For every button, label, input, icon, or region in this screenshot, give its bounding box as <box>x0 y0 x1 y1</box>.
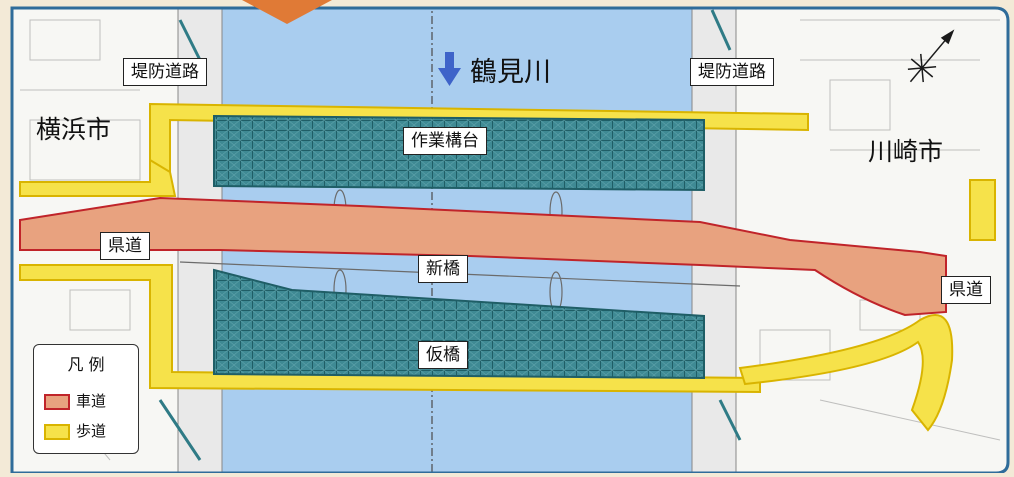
down-arrow-icon <box>438 52 461 86</box>
city-yokohama: 横浜市 <box>36 115 112 144</box>
label-new-bridge: 新橋 <box>418 255 468 283</box>
label-levee-road-right: 堤防道路 <box>690 58 774 86</box>
label-pref-road-left: 県道 <box>100 232 150 260</box>
label-levee-road-left: 堤防道路 <box>123 58 207 86</box>
legend-item-sidewalk: 歩道 <box>44 420 106 441</box>
legend-item-roadway: 車道 <box>44 390 106 411</box>
legend-label-roadway: 車道 <box>76 392 107 410</box>
sidewalk-swatch <box>44 423 70 440</box>
label-work-platform: 作業構台 <box>403 127 487 155</box>
river-name: 鶴見川 <box>470 57 551 88</box>
legend: 凡 例 車道 歩道 <box>33 344 139 454</box>
legend-title: 凡 例 <box>67 355 105 374</box>
city-kawasaki: 川崎市 <box>868 137 944 166</box>
label-temp-bridge: 仮橋 <box>418 341 468 369</box>
bank-scaffolds <box>158 9 742 461</box>
label-pref-road-right: 県道 <box>941 276 991 304</box>
roadway <box>19 196 947 317</box>
roadway-swatch <box>44 393 70 410</box>
compass-rose-icon <box>907 29 955 83</box>
legend-label-sidewalk: 歩道 <box>76 422 107 440</box>
pointer-arrow-icon <box>242 0 332 24</box>
temporary-bridge-deck <box>213 268 705 380</box>
